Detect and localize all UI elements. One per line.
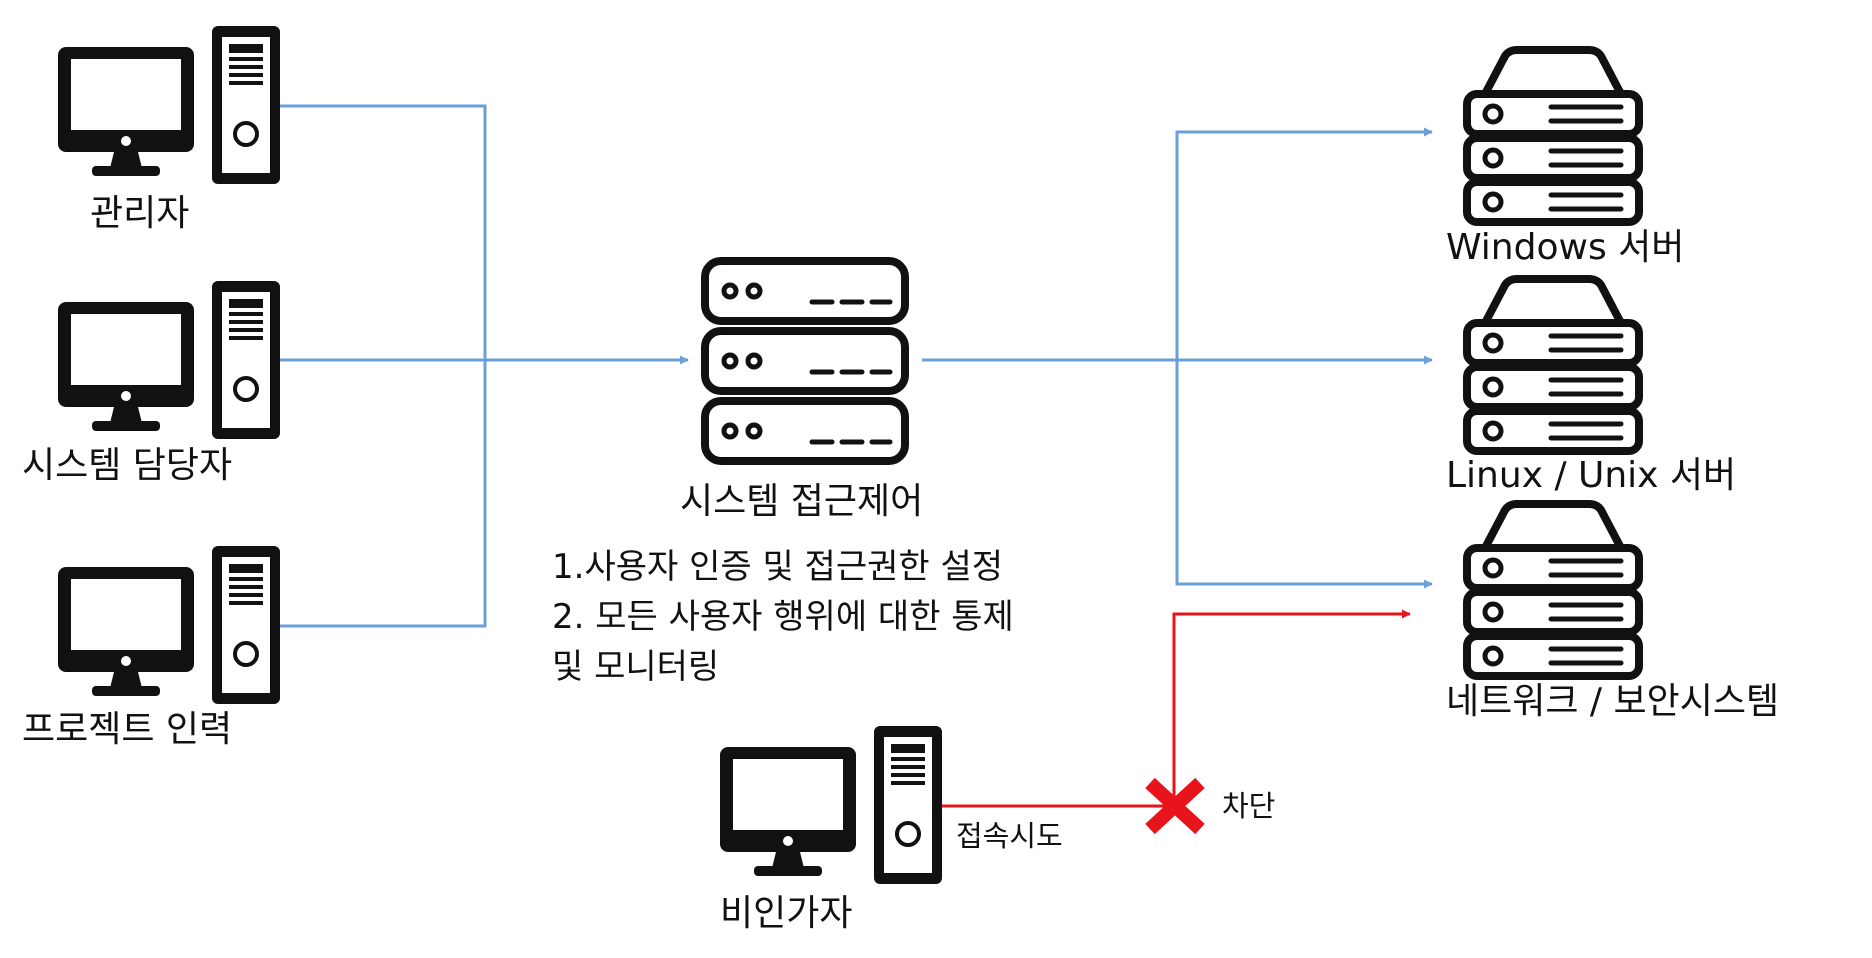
desktop-computer-icon xyxy=(718,724,944,886)
gateway-function-item: 1.사용자 인증 및 접근권한 설정 xyxy=(552,547,1004,587)
desktop-computer-icon xyxy=(56,24,282,186)
server-rack-icon xyxy=(1467,50,1639,222)
gateway-function-item: 및 모니터링 xyxy=(552,647,720,687)
blocked-label: 차단 xyxy=(1222,789,1276,823)
client-label-admin: 관리자 xyxy=(90,193,190,234)
intrusion-attempt-line xyxy=(940,609,1411,808)
link-admin xyxy=(278,104,487,628)
server-label-windows: Windows 서버 xyxy=(1446,227,1685,268)
gateway-label: 시스템 접근제어 xyxy=(680,481,924,522)
link-windows xyxy=(1175,127,1433,360)
server-rack-icon xyxy=(705,261,905,461)
blocked-access-path xyxy=(940,609,1411,808)
desktop-computer-icon xyxy=(56,279,282,441)
desktop-computer-icon xyxy=(56,544,282,706)
gateway-function-item: 2. 모든 사용자 행위에 대한 통제 xyxy=(552,597,1014,637)
server-rack-icon xyxy=(1467,504,1639,676)
gateway-to-server-links xyxy=(922,127,1433,589)
client-label-project: 프로젝트 인력 xyxy=(22,709,233,750)
client-to-gateway-links xyxy=(278,104,689,628)
server-label-linux: Linux / Unix 서버 xyxy=(1446,455,1737,496)
gateway-function-list: 1.사용자 인증 및 접근권한 설정 2. 모든 사용자 행위에 대한 통제 및… xyxy=(552,542,1014,692)
server-label-network: 네트워크 / 보안시스템 xyxy=(1446,681,1780,722)
intruder-label: 비인가자 xyxy=(720,893,853,934)
server-rack-icon xyxy=(1467,279,1639,451)
link-network xyxy=(1175,360,1433,589)
attempt-label: 접속시도 xyxy=(956,819,1063,853)
client-label-sysadmin: 시스템 담당자 xyxy=(22,445,233,486)
x-mark-icon xyxy=(1145,777,1205,835)
